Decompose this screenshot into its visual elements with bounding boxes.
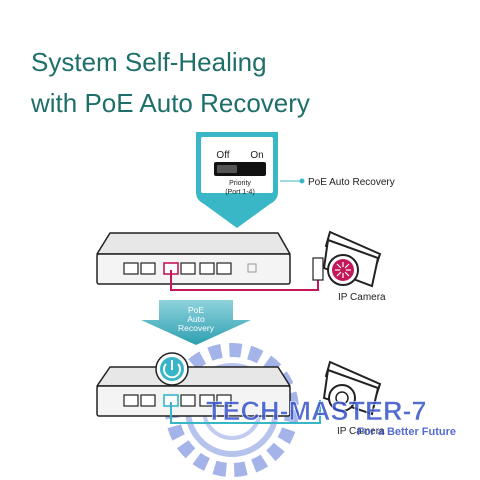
- headline-line-1: System Self-Healing: [31, 47, 267, 77]
- camera-bottom-label: IP Camera: [337, 426, 385, 437]
- ports-label: (Port 1-4): [225, 189, 255, 196]
- recovery-arrow: PoE Auto Recovery: [141, 300, 251, 345]
- switch-top: [96, 232, 291, 285]
- camera-top-label: IP Camera: [338, 292, 386, 303]
- arrow-line-3: Recovery: [178, 323, 215, 333]
- camera-bottom: [322, 360, 382, 416]
- callout-label: PoE Auto Recovery: [308, 177, 395, 188]
- cable-bottom: [170, 400, 321, 424]
- on-label: On: [250, 150, 263, 161]
- priority-label: Priority: [229, 180, 251, 187]
- camera-top: [322, 230, 382, 288]
- switch-settings-panel: Off On Priority (Port 1-4): [196, 132, 278, 228]
- headline-line-2: with PoE Auto Recovery: [31, 88, 310, 118]
- dip-switch-knob: [217, 165, 237, 173]
- watermark-tagline: For a Better Future: [357, 426, 456, 438]
- arrow-line-1: PoE: [188, 305, 204, 315]
- watermark-brand: TECH-MASTER-7: [206, 396, 427, 426]
- headline: System Self-Healing with PoE Auto Recove…: [31, 42, 310, 124]
- switch-bottom: [96, 366, 291, 417]
- switch-bottom-ports: [123, 394, 232, 407]
- off-label: Off: [216, 150, 229, 161]
- arrow-line-2: Auto: [187, 314, 205, 324]
- callout-dot: [299, 178, 305, 184]
- recovery-icon: [155, 352, 189, 386]
